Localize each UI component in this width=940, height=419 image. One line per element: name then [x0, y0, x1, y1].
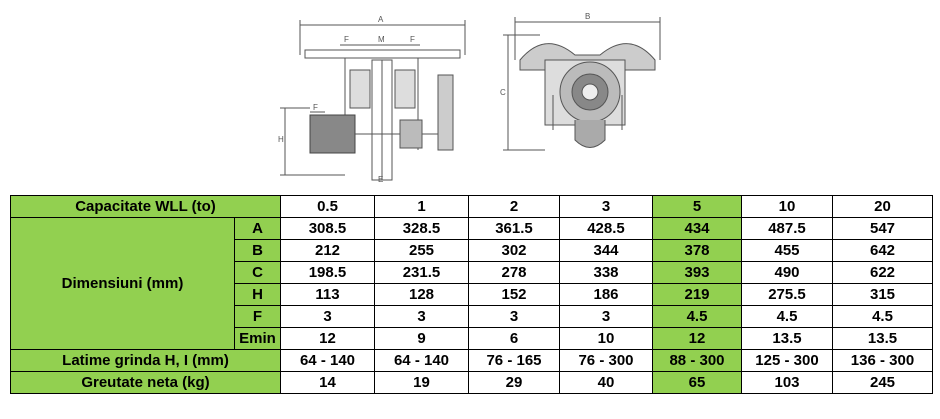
table-cell: 547 [832, 217, 933, 240]
table-cell-highlighted: 65 [652, 371, 742, 394]
beam-width-label: Latime grinda H, I (mm) [10, 349, 281, 372]
table-cell: 29 [468, 371, 560, 394]
table-cell: 64 - 140 [374, 349, 469, 372]
dimension-key: C [234, 261, 281, 284]
dimension-row-c: C 198.5 231.5 278 338 393 490 622 [11, 261, 933, 284]
table-cell: 344 [559, 239, 653, 262]
table-cell-highlighted: 219 [652, 283, 742, 306]
table-cell: 4.5 [832, 305, 933, 328]
capacity-row: Capacitate WLL (to) 0.5 1 2 3 5 10 20 [10, 195, 933, 218]
table-cell: 40 [559, 371, 653, 394]
table-cell: 13.5 [741, 327, 833, 350]
dimension-key: B [234, 239, 281, 262]
table-cell: 245 [832, 371, 933, 394]
dimension-key: A [234, 217, 281, 240]
dimension-row-h: H 113 128 152 186 219 275.5 315 [11, 283, 933, 306]
dimension-key: Emin [234, 327, 281, 350]
table-cell: 428.5 [559, 217, 653, 240]
table-cell: 278 [468, 261, 560, 284]
capacity-cell: 0.5 [280, 195, 375, 218]
side-view-drawing [280, 20, 466, 181]
table-cell: 64 - 140 [280, 349, 375, 372]
table-cell: 4.5 [741, 305, 833, 328]
table-cell: 152 [468, 283, 560, 306]
table-cell: 231.5 [374, 261, 469, 284]
table-cell: 76 - 300 [559, 349, 653, 372]
capacity-cell: 20 [832, 195, 933, 218]
label-a: A [378, 15, 384, 24]
table-cell: 125 - 300 [741, 349, 833, 372]
weight-row: Greutate neta (kg) 14 19 29 40 65 103 24… [10, 371, 933, 394]
dimensions-label: Dimensiuni (mm) [10, 217, 235, 350]
table-cell: 9 [374, 327, 469, 350]
table-cell-highlighted: 434 [652, 217, 742, 240]
table-cell: 113 [280, 283, 375, 306]
table-cell: 622 [832, 261, 933, 284]
table-cell: 361.5 [468, 217, 560, 240]
weight-label: Greutate neta (kg) [10, 371, 281, 394]
table-cell: 6 [468, 327, 560, 350]
capacity-cell: 2 [468, 195, 560, 218]
table-cell-highlighted: 88 - 300 [652, 349, 742, 372]
label-f-small: F [313, 103, 318, 112]
table-cell: 103 [741, 371, 833, 394]
label-m: M [378, 35, 385, 44]
table-cell: 328.5 [374, 217, 469, 240]
technical-drawings: A M F F H F E B C [278, 12, 661, 184]
specification-table: Capacitate WLL (to) 0.5 1 2 3 5 10 20 Di… [10, 195, 933, 394]
capacity-cell: 10 [741, 195, 833, 218]
dimension-row-b: B 212 255 302 344 378 455 642 [11, 239, 933, 262]
label-c: C [500, 88, 506, 97]
capacity-cell: 1 [374, 195, 469, 218]
label-b: B [585, 12, 590, 21]
label-e: E [378, 175, 383, 184]
dimension-row-emin: Emin 12 9 6 10 12 13.5 13.5 [11, 327, 933, 350]
dimension-key: H [234, 283, 281, 306]
table-cell: 3 [280, 305, 375, 328]
dimension-row-f: F 3 3 3 3 4.5 4.5 4.5 [11, 305, 933, 328]
front-view-drawing [503, 17, 661, 151]
table-cell-highlighted: 378 [652, 239, 742, 262]
table-cell: 455 [741, 239, 833, 262]
table-cell: 490 [741, 261, 833, 284]
table-cell: 308.5 [280, 217, 375, 240]
table-cell: 14 [280, 371, 375, 394]
table-cell: 136 - 300 [832, 349, 933, 372]
table-cell: 13.5 [832, 327, 933, 350]
table-cell: 76 - 165 [468, 349, 560, 372]
table-cell: 198.5 [280, 261, 375, 284]
capacity-cell-highlighted: 5 [652, 195, 742, 218]
table-cell: 642 [832, 239, 933, 262]
table-cell: 302 [468, 239, 560, 262]
capacity-label: Capacitate WLL (to) [10, 195, 281, 218]
capacity-cell: 3 [559, 195, 653, 218]
table-cell: 12 [280, 327, 375, 350]
table-cell-highlighted: 4.5 [652, 305, 742, 328]
label-f-left: F [344, 35, 349, 44]
front-view-labels: B C [500, 12, 590, 97]
dimension-key: F [234, 305, 281, 328]
table-cell: 3 [374, 305, 469, 328]
label-h: H [278, 135, 284, 144]
table-cell: 315 [832, 283, 933, 306]
label-f-right: F [410, 35, 415, 44]
table-cell: 487.5 [741, 217, 833, 240]
table-cell-highlighted: 12 [652, 327, 742, 350]
table-cell: 186 [559, 283, 653, 306]
side-view-labels: A M F F H F E [278, 15, 415, 184]
table-cell: 255 [374, 239, 469, 262]
table-cell: 275.5 [741, 283, 833, 306]
table-cell: 19 [374, 371, 469, 394]
table-cell: 3 [468, 305, 560, 328]
beam-width-row: Latime grinda H, I (mm) 64 - 140 64 - 14… [10, 349, 933, 372]
table-cell: 338 [559, 261, 653, 284]
table-cell: 3 [559, 305, 653, 328]
table-cell: 10 [559, 327, 653, 350]
table-cell-highlighted: 393 [652, 261, 742, 284]
table-cell: 212 [280, 239, 375, 262]
table-cell: 128 [374, 283, 469, 306]
dimension-row-a: Dimensiuni (mm) A 308.5 328.5 361.5 428.… [10, 217, 933, 350]
